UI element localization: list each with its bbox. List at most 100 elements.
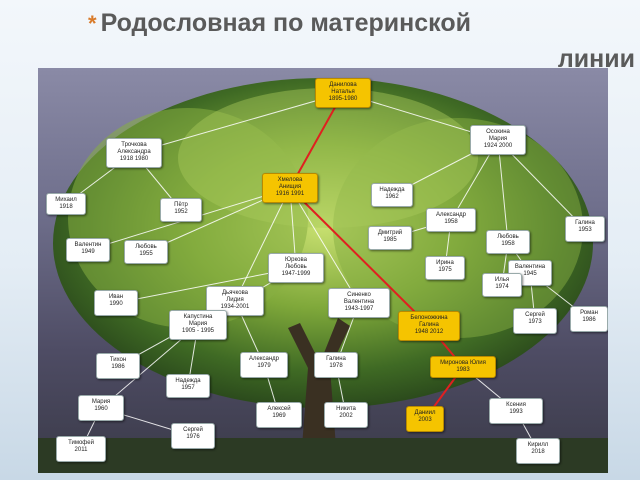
person-text-line: 1960 <box>94 406 108 412</box>
ground <box>38 438 608 473</box>
person-text-line: Кирилл <box>527 442 549 448</box>
person-text-line: Любовь <box>497 234 519 240</box>
person-text-line: Мария <box>488 136 508 142</box>
person-text-line: Капустина <box>183 314 213 320</box>
person-text-line: 1934-2001 <box>220 304 250 310</box>
person-text-line: 1949 <box>81 249 95 255</box>
person-text-line: 2002 <box>339 413 353 419</box>
person-text-line: 2003 <box>418 417 432 423</box>
person-text-line: Илья <box>494 277 510 283</box>
person-text-line: Мария <box>91 399 111 405</box>
person-text-line: Дьячкова <box>221 290 249 296</box>
person-text-line: Роман <box>580 310 598 316</box>
person-text-line: 1962 <box>385 194 399 200</box>
person-text-line: Юркова <box>285 257 307 263</box>
title-text-1: Родословная по материнской <box>100 9 471 37</box>
person-text-line: 1975 <box>438 267 452 273</box>
person-text-line: Ксения <box>506 402 526 408</box>
person-text-line: Хмелова <box>277 177 303 183</box>
person-text-line: 1924 2000 <box>483 143 513 149</box>
person-text-line: Трочкова <box>121 142 147 148</box>
person-text-line: 2018 <box>531 449 545 455</box>
person-text-line: Михаил <box>55 197 77 203</box>
person-text-line: Надежда <box>379 187 405 193</box>
person-text-line: 1973 <box>528 319 542 325</box>
person-text-line: Белоножкина <box>410 315 448 321</box>
person-text-line: Александра <box>117 149 151 155</box>
person-text-line: Валентина <box>514 264 546 270</box>
person-text-line: Тимофей <box>68 440 94 446</box>
person-text-line: Иван <box>108 294 124 300</box>
branch-connector <box>234 187 291 302</box>
person-text-line: 1953 <box>578 227 592 233</box>
person-text-line: Сергей <box>183 427 203 433</box>
person-text-line: 1958 <box>501 241 515 247</box>
person-text-line: 1979 <box>257 363 271 369</box>
person-text-line: Тихон <box>109 357 127 363</box>
person-text-line: Никита <box>336 406 356 412</box>
branch-connector <box>289 187 360 304</box>
person-text-line: 1958 <box>444 219 458 225</box>
person-text-line: 1916 1991 <box>275 191 305 197</box>
branch-connector <box>133 92 344 154</box>
person-text-line: 1943-1997 <box>344 306 374 312</box>
person-text-line: Сергей <box>525 312 545 318</box>
person-text-line: 1976 <box>186 434 200 440</box>
person-text-line: Даниил <box>414 410 436 416</box>
person-text-line: 1986 <box>111 364 125 370</box>
title-line-1: *Родословная по материнской <box>88 6 471 41</box>
person-text-line: Лидия <box>226 297 244 303</box>
person-text-line: 1952 <box>174 209 188 215</box>
person-text-line: Осокина <box>486 129 510 135</box>
person-text-line: Любовь <box>285 264 307 270</box>
person-text-line: 1990 <box>109 301 123 307</box>
person-text-line: Анищия <box>278 184 302 190</box>
person-text-line: 1986 <box>582 317 596 323</box>
person-text-line: Галина <box>575 220 595 226</box>
person-text-line: 1969 <box>272 413 286 419</box>
person-text-line: 2011 <box>74 447 88 453</box>
person-text-line: Алексей <box>267 406 291 412</box>
person-text-line: Синенко <box>347 292 371 298</box>
person-text-line: 1978 <box>329 363 343 369</box>
branch-connector <box>497 139 509 243</box>
person-text-line: 1905 - 1995 <box>181 328 215 334</box>
person-text-line: Миронова Юлия <box>440 360 486 366</box>
person-text-line: 1918 1980 <box>119 156 149 162</box>
person-text-line: Пётр <box>174 202 188 208</box>
person-text-line: Дмитрий <box>377 230 403 236</box>
person-text-line: Ирина <box>436 260 454 266</box>
person-text-line: 1948 2012 <box>414 329 444 335</box>
person-text-line: Данилова <box>329 82 357 88</box>
person-text-line: Александр <box>248 356 280 362</box>
person-text-line: 1895-1980 <box>328 96 358 102</box>
